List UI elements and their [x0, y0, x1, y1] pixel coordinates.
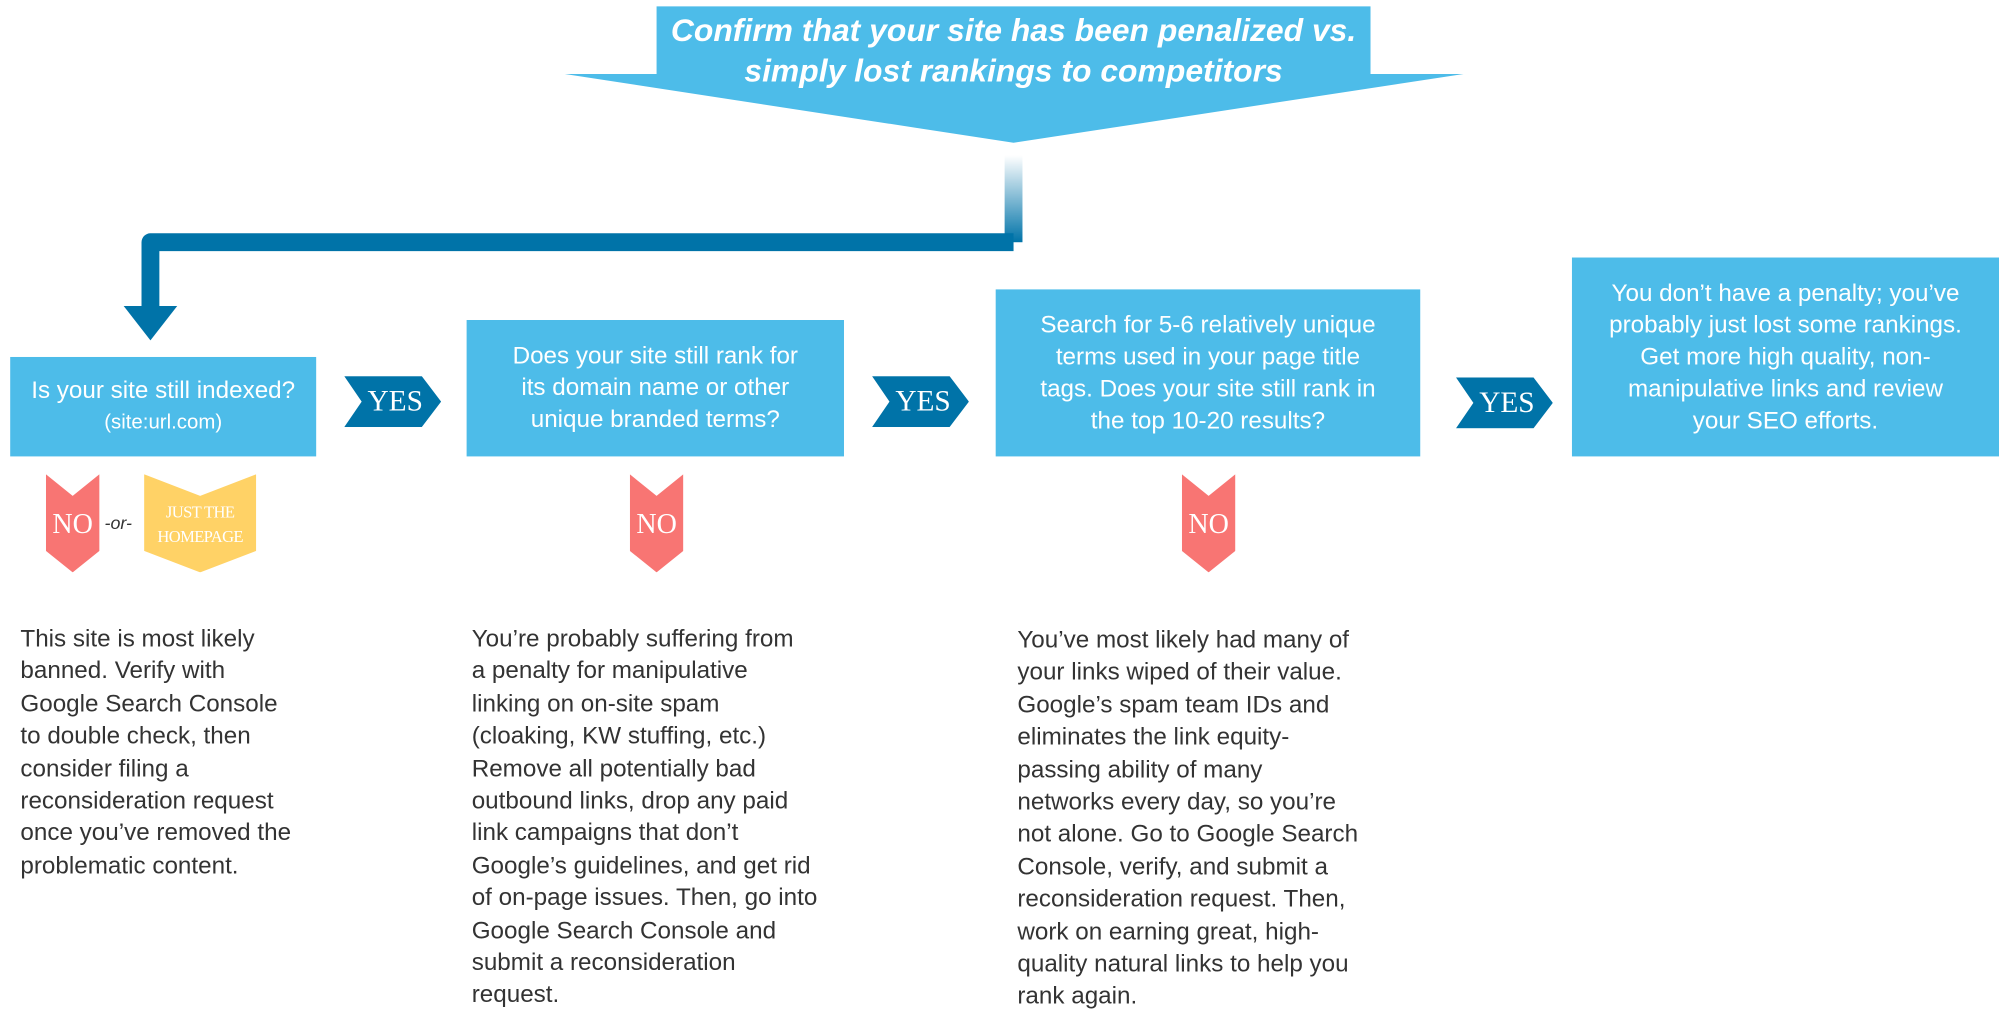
step-line: probably just lost some rankings.: [1609, 311, 1962, 339]
outcome-line: networks every day, so you’re: [1017, 789, 1337, 816]
step-line: tags. Does your site still rank in: [1040, 375, 1376, 403]
outcome-line: once you’ve removed the: [20, 820, 292, 848]
outcome-manual-penalty: You’re probably suffering from a penalty …: [472, 623, 818, 1012]
title-arrow: [564, 73, 1464, 143]
outcome-line: submit a reconsideration: [471, 949, 736, 977]
outcome-line: Remove all potentially bad: [471, 755, 756, 783]
outcome-line: a penalty for manipulative: [471, 658, 748, 686]
outcome-links-devalued: You’ve most likely had many of your links…: [1017, 625, 1358, 1014]
connector-arrowhead: [123, 305, 178, 341]
outcome-line: (cloaking, KW stuffing, etc.): [471, 723, 767, 750]
step-line: Get more high quality, non-: [1640, 343, 1931, 371]
outcome-line: work on earning great, high-: [1017, 918, 1320, 946]
step-title-tags: Search for 5-6 relatively unique terms u…: [995, 289, 1421, 457]
outcome-line: problematic content.: [20, 852, 239, 880]
homepage-line: HOMEPAGE: [157, 525, 243, 546]
no-chevron: NO: [1181, 474, 1236, 573]
outcome-line: eliminates the link equity-: [1017, 724, 1290, 752]
homepage-line: JUST THE: [165, 501, 235, 521]
step-line: manipulative links and review: [1627, 375, 1944, 403]
outcome-line: This site is most likely: [20, 625, 255, 653]
outcome-line: Google Search Console: [20, 690, 278, 718]
step-indexed: Is your site still indexed? (site:url.co…: [10, 356, 317, 457]
outcome-line: consider filing a: [20, 755, 189, 783]
outcome-line: reconsideration request: [20, 787, 274, 815]
step-line: terms used in your page title: [1055, 343, 1361, 371]
outcome-line: outbound links, drop any paid: [471, 787, 789, 815]
step-hint: (site:url.com): [104, 411, 223, 434]
step-no-penalty: You don’t have a penalty; you’ve probabl…: [1571, 257, 1999, 457]
step-line: Search for 5-6 relatively unique: [1040, 311, 1376, 339]
outcome-line: to double check, then: [20, 723, 251, 750]
title-banner: [656, 6, 1371, 83]
title-line-2: simply lost rankings to competitors: [744, 53, 1283, 90]
step-line: its domain name or other: [521, 374, 790, 402]
outcome-line: Google’s guidelines, and get rid: [471, 852, 811, 880]
step-line: You don’t have a penalty; you’ve: [1611, 279, 1960, 307]
or-label: -or-: [104, 512, 132, 533]
outcome-line: Google’s spam team IDs and: [1017, 692, 1330, 719]
step-line: Does your site still rank for: [512, 342, 798, 370]
outcome-line: Console, verify, and submit a: [1017, 853, 1328, 881]
outcome-line: quality natural links to help you: [1017, 951, 1349, 978]
page-title: Confirm that your site has been penalize…: [657, 10, 1371, 92]
connector-vertical: [1004, 155, 1023, 243]
outcome-line: Google Search Console and: [471, 917, 777, 945]
step-question: Is your site still indexed?: [31, 377, 296, 405]
outcome-line: rank again.: [1017, 983, 1138, 1011]
outcome-line: request.: [471, 982, 560, 1010]
yes-chevron: YES: [872, 376, 969, 428]
outcome-line: banned. Verify with: [20, 658, 226, 686]
connector-path: [141, 233, 1014, 309]
outcome-line: not alone. Go to Google Search: [1017, 821, 1359, 849]
outcome-line: your links wiped of their value.: [1017, 659, 1342, 687]
outcome-line: reconsideration request. Then,: [1017, 886, 1346, 914]
step-branded-terms: Does your site still rank for its domain…: [466, 319, 844, 457]
outcome-banned: This site is most likely banned. Verify w…: [20, 623, 291, 882]
title-line-1: Confirm that your site has been penalize…: [670, 12, 1357, 49]
step-line: the top 10-20 results?: [1090, 407, 1326, 435]
outcome-line: of on-page issues. Then, go into: [471, 885, 818, 912]
outcome-line: You’re probably suffering from: [471, 625, 794, 653]
outcome-line: You’ve most likely had many of: [1017, 627, 1350, 655]
outcome-line: passing ability of many: [1017, 756, 1263, 784]
outcome-line: linking on on-site spam: [471, 690, 720, 718]
step-line: unique branded terms?: [530, 406, 780, 434]
step-line: your SEO efforts.: [1692, 407, 1879, 435]
outcome-line: link campaigns that don’t: [471, 820, 739, 848]
